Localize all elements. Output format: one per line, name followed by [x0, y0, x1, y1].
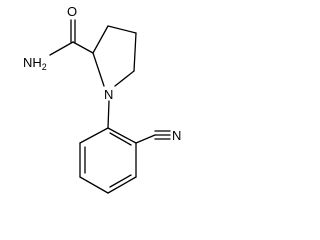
- arene-bond-3: [107, 176, 137, 194]
- arene-bond-6: [79, 127, 109, 144]
- arene-bond-1: [107, 127, 137, 144]
- benzene-ring: [79, 127, 137, 194]
- n-aryl-bond: [107, 100, 110, 129]
- amide-nh-subscript: 2: [42, 62, 47, 72]
- ring-bond-c2-c3: [92, 25, 109, 54]
- ring-bond-c4-c5: [133, 32, 137, 72]
- ring-bond-c3-c4: [107, 25, 137, 34]
- amide-c-ring-bond: [72, 41, 94, 54]
- arene-inner-double-2: [109, 174, 132, 188]
- amide-nh-text: NH: [23, 55, 42, 70]
- pyrrolidine-ring: [92, 25, 137, 87]
- arene-inner-double-1: [109, 132, 132, 146]
- nitrile-group: [135, 130, 171, 144]
- aryl-nitrile-bond: [135, 134, 156, 144]
- ring-bond-n-c2: [92, 52, 105, 87]
- amide-nitrogen-label: NH2: [23, 55, 47, 72]
- nitrile-nitrogen-label: N: [172, 128, 181, 143]
- ring-bond-c5-n: [114, 70, 135, 87]
- ring-nitrogen-label: N: [104, 87, 113, 102]
- amide-group: [49, 19, 94, 56]
- structure-diagram: O NH2 N N: [23, 4, 181, 194]
- oxygen-label: O: [67, 4, 77, 19]
- arene-bond-4: [79, 176, 109, 194]
- amide-c-n-bond: [49, 41, 74, 56]
